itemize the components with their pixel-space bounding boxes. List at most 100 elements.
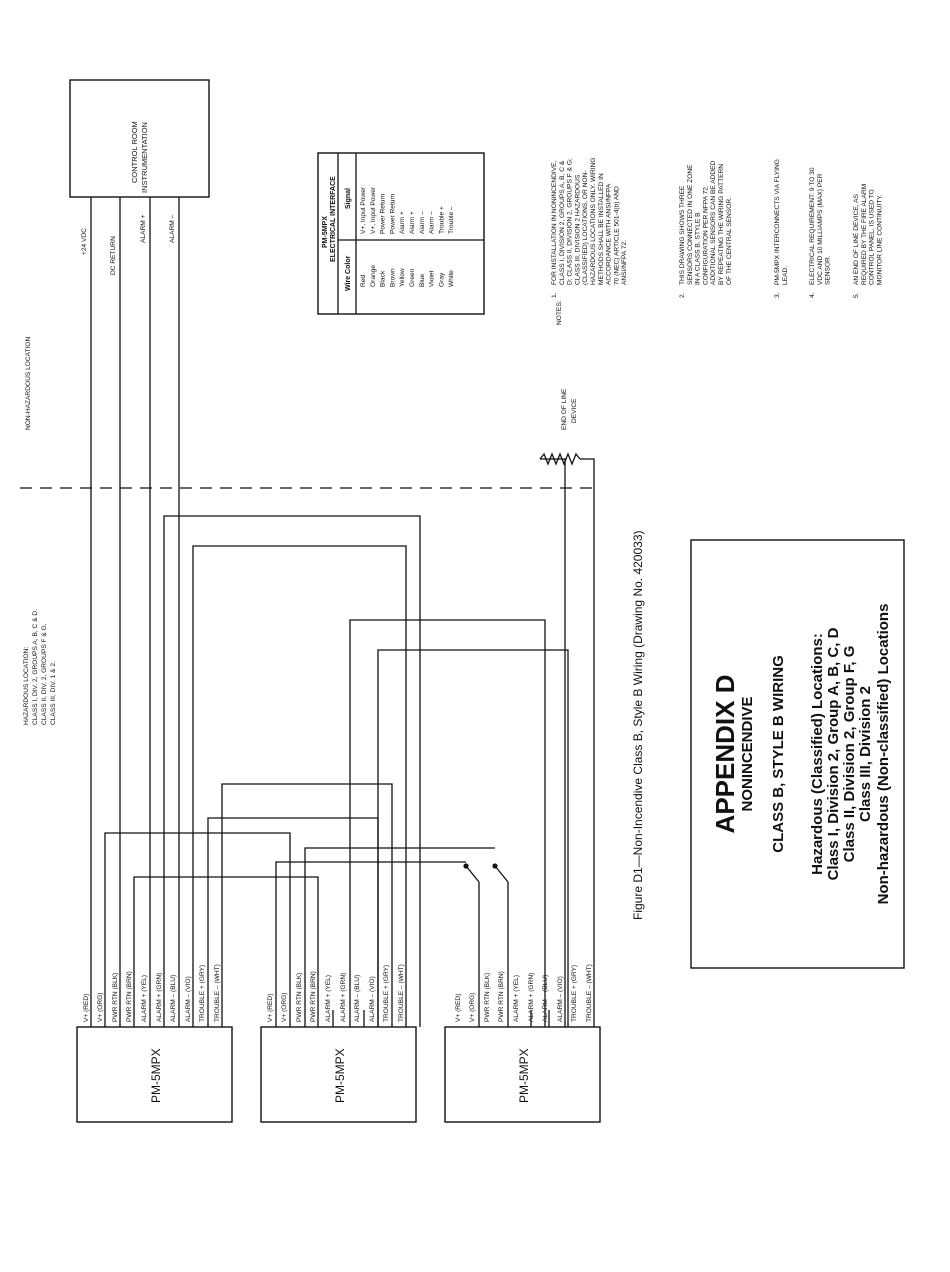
end-of-line-wire (540, 458, 566, 1027)
interface-row-color: Black (380, 270, 387, 287)
supply-line-label: +24 VDC (81, 228, 88, 255)
wire-label: TROUBLE + (GRY) (199, 965, 206, 1022)
end-of-line-label: END OF LINE DEVICE (561, 388, 578, 430)
note-line: REQUIRED BY THE FIRE ALARM (861, 184, 868, 285)
wire-label: PWR RTN (BLK) (112, 973, 119, 1022)
note-line: OF THE CENTRAL SENSOR. (726, 197, 733, 285)
junction-wire (465, 865, 480, 883)
sensor-2: PM-5MPX V+ (RED) V+ (ORG) PWR RTN (BLK) … (260, 964, 417, 1123)
note-line: CONTROL PANEL, IS USED TO (869, 189, 876, 285)
appendix-subtitle: NONINCENDIVE (739, 696, 756, 811)
interface-header: Wire Color (345, 255, 352, 291)
end-of-line-resistor (539, 452, 581, 466)
interface-row-color: Brown (389, 268, 396, 287)
title-block: APPENDIX D NONINCENDIVE CLASS B, STYLE B… (690, 539, 905, 969)
interface-title: ELECTRICAL INTERFACE (330, 176, 337, 262)
note-line: FOR INSTALLATION IN NONINCENDIVE, (551, 161, 558, 285)
note-line: (CLASSIFIED) LOCATIONS, OR NON- (582, 170, 589, 285)
note-line: D; CLASS II, DIVISION 2, GROUPS F & G; (567, 158, 574, 285)
interface-row-signal: Alarm – (429, 211, 436, 234)
wire-label: ALARM – (VIO) (185, 976, 192, 1022)
wire-label: TROUBLE + (GRY) (383, 965, 390, 1022)
control-room-label: CONTROL ROOM INSTRUMENTATION (130, 121, 149, 193)
note-line: CLASS III, DIVISION 2 HAZARDOUS (574, 174, 581, 285)
note-line: CLASS I, DIVISION 2, GROUPS A, B, C & (559, 160, 566, 285)
hazardous-location-label: HAZARDOUS LOCATION: CLASS I, DIV. 2, GRO… (23, 609, 57, 725)
wire-label: ALARM – (BLU) (354, 975, 361, 1022)
interface-row-color: Red (360, 275, 367, 287)
interconnect-wire (192, 545, 407, 1027)
interface-header: Signal (345, 188, 352, 209)
wire-label: ALARM + (YEL) (513, 975, 520, 1022)
wire-label: ALARM + (GRN) (340, 973, 347, 1022)
sensor-wire-labels: V+ (RED) V+ (ORG) PWR RTN (BLK) PWR RTN … (267, 964, 405, 1022)
wire-label: V+ (RED) (83, 994, 90, 1022)
note-line: ELECTRICAL REQUIREMENT: 9 TO 30 (809, 167, 816, 285)
wire-label: V+ (RED) (455, 994, 462, 1022)
note-line: CONFIGURATION PER NFPA 72. (702, 185, 709, 285)
interface-row-signal: Power Return (380, 193, 387, 234)
note-line: PM-5MPX INTERCONNECTS VIA FLYING (774, 159, 781, 285)
notes: 1.FOR INSTALLATION IN NONINCENDIVE,CLASS… (551, 158, 883, 299)
interface-row-signal: Alarm + (409, 211, 416, 234)
wire-label: PWR RTN (BLK) (296, 973, 303, 1022)
wire-label: TROUBLE – (WHT) (586, 964, 593, 1022)
wire-label: ALARM – (BLU) (170, 975, 177, 1022)
note-line: THIS DRAWING SHOWS THREE (679, 185, 686, 285)
note-line: HAZARDOUS LOCATIONS ONLY. WIRING (590, 158, 597, 286)
note-number: 4. (809, 292, 816, 298)
interface-row-signal: Alarm + (399, 211, 406, 234)
sensor-3: PM-5MPX V+ (RED) V+ (ORG) PWR RTN (BLK) … (444, 964, 601, 1123)
electrical-interface-table: PM-5MPX ELECTRICAL INTERFACE Wire Color … (317, 152, 485, 315)
wire-label: V+ (RED) (267, 994, 274, 1022)
supply-line-label: ALARM + (140, 214, 147, 243)
interface-row-color: Gray (438, 272, 445, 287)
note-line: 70 (NEC) ARTICLE 501-4(b) AND (613, 186, 620, 285)
wire-label: ALARM + (YEL) (325, 975, 332, 1022)
note-number: 5. (853, 292, 860, 298)
note-line: SENSORS CONNECTED IN ONE ZONE (687, 164, 694, 285)
interface-row-signal: V+, Input Power (360, 186, 367, 234)
interconnect-wire (104, 832, 291, 1027)
supply-line-label: ALARM – (169, 214, 176, 243)
non-hazardous-location-label: NON-HAZARDOUS LOCATION (25, 336, 32, 430)
location-line: Hazardous (Classified) Locations: (809, 633, 826, 875)
wire-label: V+ (ORG) (97, 993, 104, 1023)
location-line: Class I, Division 2, Group A, B, C, D (825, 627, 842, 880)
interface-row-color: White (448, 270, 455, 287)
note-line: METHODS SHALL BE INSTALLED IN (598, 173, 605, 285)
wire-label: TROUBLE – (WHT) (398, 964, 405, 1022)
title-block-border (690, 539, 905, 969)
end-of-line-wire (580, 458, 595, 1027)
supply-line-label: DC RETURN (110, 236, 117, 275)
interconnect-wire (133, 876, 319, 1027)
interconnect-wire (221, 783, 393, 1027)
interface-row-color: Violet (429, 270, 436, 287)
sensor-box (444, 1026, 601, 1123)
interconnect-wire (304, 847, 495, 1027)
sensor-wire-labels: V+ (RED) V+ (ORG) PWR RTN (BLK) PWR RTN … (455, 964, 593, 1022)
sensor-box (260, 1026, 417, 1123)
note-line: SENSOR. (825, 255, 832, 285)
note-number: 2. (679, 292, 686, 298)
note-line: IN A CLASS B, STYLE B (695, 212, 702, 285)
interconnect-wire (377, 649, 569, 1027)
note-line: ACCORDANCE WITH ANSI/NFPA (606, 183, 613, 285)
note-line: BY REPEATING THE WIRING PATTERN (718, 164, 725, 285)
hazardous-location-line: CLASS II, DIV. 2, GROUPS F & G. (41, 623, 48, 725)
control-room-box (69, 79, 210, 198)
wire-label: V+ (ORG) (469, 993, 476, 1023)
control-room-line: CONTROL ROOM (130, 121, 139, 183)
note-number: 3. (774, 292, 781, 298)
wire-label: ALARM – (VIO) (557, 976, 564, 1022)
end-of-line-line: END OF LINE (561, 388, 568, 430)
sensor-label: PM-5MPX (333, 1048, 347, 1103)
note-line: VDC AND 10 MILLIAMPS (MAX) PER (817, 173, 824, 285)
interface-row-color: Yellow (399, 268, 406, 287)
interconnect-wire (349, 619, 546, 1027)
sensor-wire-labels: V+ (RED) V+ (ORG) PWR RTN (BLK) PWR RTN … (83, 964, 221, 1022)
interface-row-signal: Power Return (389, 193, 396, 234)
end-of-line-line: DEVICE (571, 398, 578, 423)
